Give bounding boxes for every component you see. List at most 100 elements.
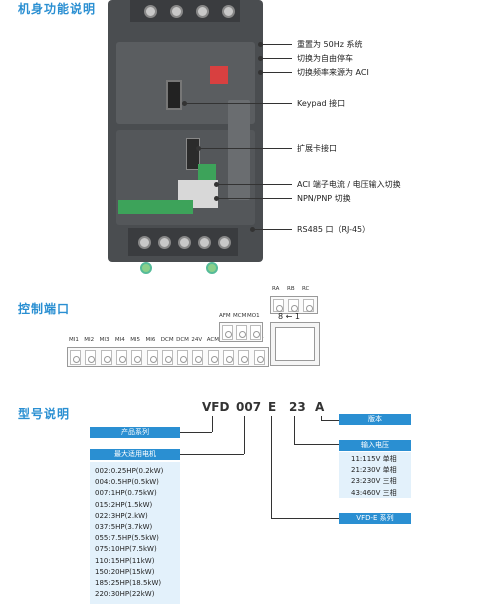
callout-rs485: RS485 口（RJ-45） [297,225,371,234]
callout-dot [182,101,187,106]
terminal-screw-icon [207,350,219,365]
callout-line [262,58,292,59]
callout-line [218,184,292,185]
relay-terminal-label: AFM [219,313,231,319]
terminal-label: MI1 [69,337,79,343]
terminal-screw-icon [222,325,233,340]
relay-top-label: RB [287,286,295,292]
voltage-list-item: 43:460V 三相 [351,488,397,497]
motor-list-item: 002:0.25HP(0.2kW) [95,467,164,475]
relay-top-strip [270,296,318,314]
terminal-screw-icon [303,299,314,312]
callout-line [254,229,292,230]
connector-line [244,416,245,454]
motor-list: 002:0.25HP(0.2kW) 004:0.5HP(0.5kW) 007:1HP… [90,462,180,604]
callout-line [200,148,292,149]
callout-dot [214,196,219,201]
motor-list-item: 015:2HP(1.5kW) [95,500,153,509]
motor-list-item: 220:30HP(22kW) [95,590,155,599]
rj45-port [270,322,320,366]
terminal-screw-icon [100,350,112,365]
screw-icon [222,5,235,18]
motor-list-item: 004:0.5HP(0.5kW) [95,478,159,487]
motor-list-item: 055:7.5HP(5.5kW) [95,534,159,543]
callout-free-stop: 切换为自由停车 [297,54,353,63]
connector-line [321,420,339,421]
product-series-label: 产品系列 [90,427,180,438]
terminal-screw-icon [253,350,265,365]
aci-switch [198,164,216,182]
section-title-function: 机身功能说明 [18,2,97,16]
motor-list-item: 007:1HP(0.75kW) [95,489,157,498]
connector-line [180,454,244,455]
terminal-screw-icon [250,325,261,340]
terminal-screw-icon [273,299,284,312]
callout-line [218,198,292,199]
terminal-label: MI2 [84,337,95,343]
connector-line [212,416,213,432]
voltage-list-item: 11:115V 单相 [351,455,397,463]
rj45-inner [275,327,315,361]
relay-terminal-label: MO1 [247,313,260,319]
voltage-list-item: 23:230V 三相 [351,477,397,486]
callout-dot [196,146,201,151]
terminal-label: MI6 [145,337,156,343]
terminal-screw-icon [85,350,97,365]
ground-icon [206,262,218,274]
motor-list-item: 022:3HP(2.kW) [95,511,148,520]
code-part-series: E [268,400,277,414]
callout-dot [250,227,255,232]
terminal-screw-icon [236,325,247,340]
callout-reset-50hz: 重置为 50Hz 系统 [297,40,363,49]
connector-line [271,518,339,519]
version-label: 版本 [339,414,411,425]
connector-line [294,416,295,444]
code-part-voltage: 23 [289,400,306,414]
control-terminal-strip [67,347,269,367]
screw-icon [144,5,157,18]
terminal-screw-icon [70,350,81,365]
motor-list-item: 150:20HP(15kW) [95,567,155,576]
control-terminal-block [118,200,193,214]
motor-list-item: 037:5HP(3.7kW) [95,523,153,532]
callout-dot [214,182,219,187]
terminal-screw-icon [238,350,250,365]
callout-dot [258,56,263,61]
screw-icon [198,236,211,249]
connector-line [321,416,322,420]
terminal-label: MI3 [99,337,110,343]
power-terminal-top [130,0,240,22]
callout-extension-card-port: 扩展卡接口 [297,144,337,153]
connector-line [294,444,339,445]
terminal-screw-icon [192,350,204,365]
callout-freq-source-aci: 切换频率来源为 ACI [297,68,369,77]
terminal-label: ACM [206,337,219,343]
max-motor-label: 最大适用电机 [90,449,180,460]
screw-icon [178,236,191,249]
terminal-screw-icon [177,350,189,365]
motor-list-item: 110:15HP(11kW) [95,556,155,565]
motor-list-item: 075:10HP(7.5kW) [95,545,157,554]
terminal-label: MI5 [130,337,141,343]
ground-icon [140,262,152,274]
input-voltage-label: 输入电压 [339,440,411,451]
callout-line [262,44,292,45]
dip-switch [210,66,228,84]
relay-terminal-label: MCM [233,313,247,319]
terminal-screw-icon [146,350,158,365]
callout-line [186,103,292,104]
callout-line [262,72,292,73]
screw-icon [218,236,231,249]
callout-dot [258,70,263,75]
code-part-vfd: VFD [202,400,230,414]
section-title-model: 型号说明 [18,407,71,421]
drive-side-panel [228,100,250,200]
connector-line [180,432,212,433]
terminal-screw-icon [161,350,173,365]
terminal-label: MI4 [114,337,125,343]
screw-icon [196,5,209,18]
drive-image [98,0,270,274]
relay-terminal-strip [219,322,263,342]
relay-top-label: RC [302,286,310,292]
